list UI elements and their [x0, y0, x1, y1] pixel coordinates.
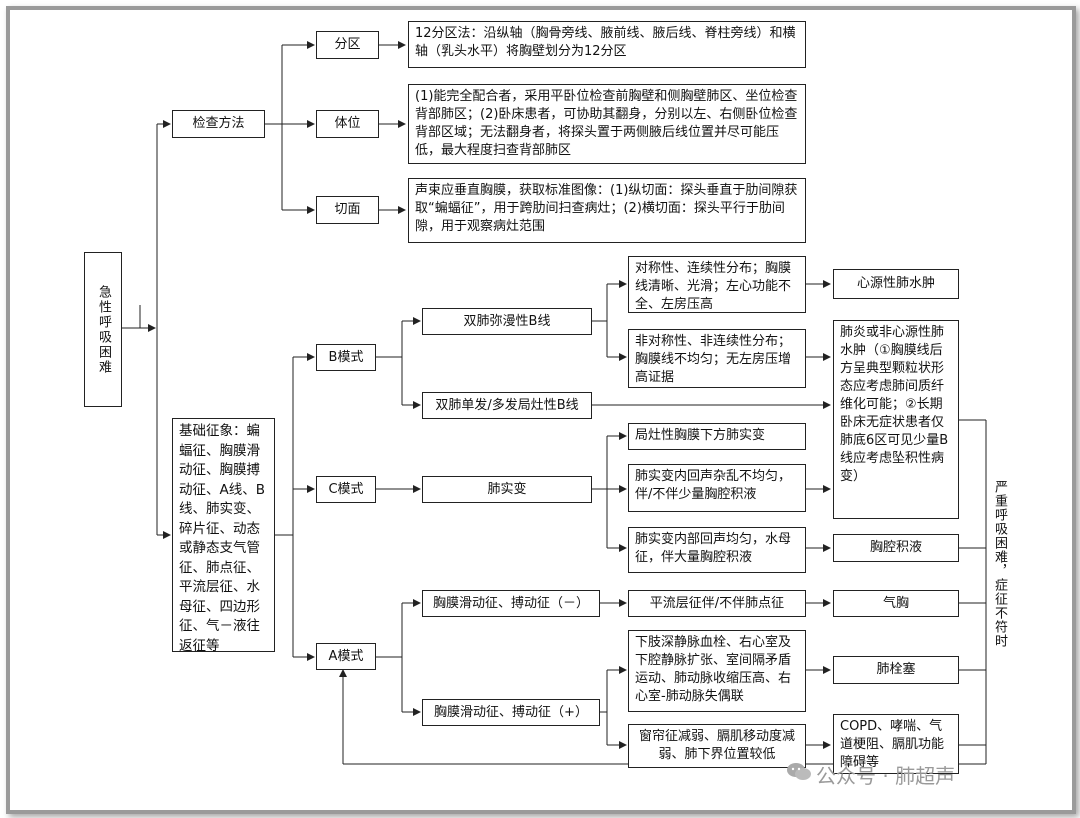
position-box: 体位 [316, 110, 379, 138]
pleural-effusion-box: 胸腔积液 [833, 534, 959, 562]
watermark-text: 公众号 · 肺超声 [816, 764, 956, 788]
c-sub1-box: 局灶性胸膜下方肺实变 [628, 423, 806, 450]
wechat-icon [787, 763, 811, 780]
section-box: 切面 [316, 196, 379, 224]
a-minus-box: 胸膜滑动征、搏动征（－） [422, 590, 600, 617]
basic-signs-box: 基础征象：蝙蝠征、胸膜滑动征、胸膜搏动征、A线、B线、肺实变、碎片征、动态或静态… [172, 418, 275, 654]
exam-method-box: 检查方法 [172, 110, 265, 138]
copd-box: COPD、哮喘、气道梗阻、膈肌功能障碍等 [833, 714, 959, 774]
symmetric-box: 对称性、连续性分布；胸膜线清晰、光滑；左心功能不全、左房压高 [628, 256, 806, 313]
stratosphere-box: 平流层征伴/不伴肺点征 [628, 590, 806, 617]
position-description: (1)能完全配合者，采用平卧位检查前胸壁和侧胸壁肺区、坐位检查背部肺区；(2)卧… [408, 84, 806, 164]
pneumonia-box: 肺炎或非心源性肺水肿（①胸膜线后方呈典型颗粒状形态应考虑肺间质纤维化可能；②长期… [833, 320, 959, 519]
c-mode-box: C模式 [316, 476, 376, 503]
a-mode-box: A模式 [316, 643, 376, 670]
a-plus-box: 胸膜滑动征、搏动征（+） [422, 699, 600, 726]
asymmetric-box: 非对称性、非连续性分布；胸膜线不均匀；无左房压增高证据 [628, 329, 806, 388]
severe-dyspnea-label: 严重呼吸困难，症征不符时 [992, 480, 1007, 648]
pneumothorax-box: 气胸 [833, 590, 959, 617]
zone-description: 12分区法：沿纵轴（胸骨旁线、腋前线、腋后线、脊柱旁线）和横轴（乳头水平）将胸壁… [408, 21, 806, 68]
b-mode-box: B模式 [316, 344, 376, 371]
cardiogenic-edema-box: 心源性肺水肿 [833, 269, 959, 299]
c-sub3-box: 肺实变内部回声均匀，水母征，伴大量胸腔积液 [628, 527, 806, 573]
dvt-box: 下肢深静脉血栓、右心室及下腔静脉扩张、室间隔矛盾运动、肺动脉收缩压高、右心室-肺… [628, 630, 806, 712]
section-description: 声束应垂直胸膜，获取标准图像：(1)纵切面：探头垂直于肋间隙获取“蝙蝠征”，用于… [408, 178, 806, 243]
consolidation-box: 肺实变 [422, 476, 592, 503]
b-diffuse-box: 双肺弥漫性B线 [422, 308, 592, 335]
pulmonary-embolism-box: 肺栓塞 [833, 656, 959, 684]
b-focal-box: 双肺单发/多发局灶性B线 [422, 392, 592, 419]
curtain-sign-box: 窗帘征减弱、膈肌移动度减弱、肺下界位置较低 [628, 724, 806, 768]
zone-box: 分区 [316, 31, 379, 59]
root-acute-dyspnea: 急性呼吸困难 [84, 252, 122, 407]
c-sub2-box: 肺实变内回声杂乱不均匀，伴/不伴少量胸腔积液 [628, 464, 806, 512]
